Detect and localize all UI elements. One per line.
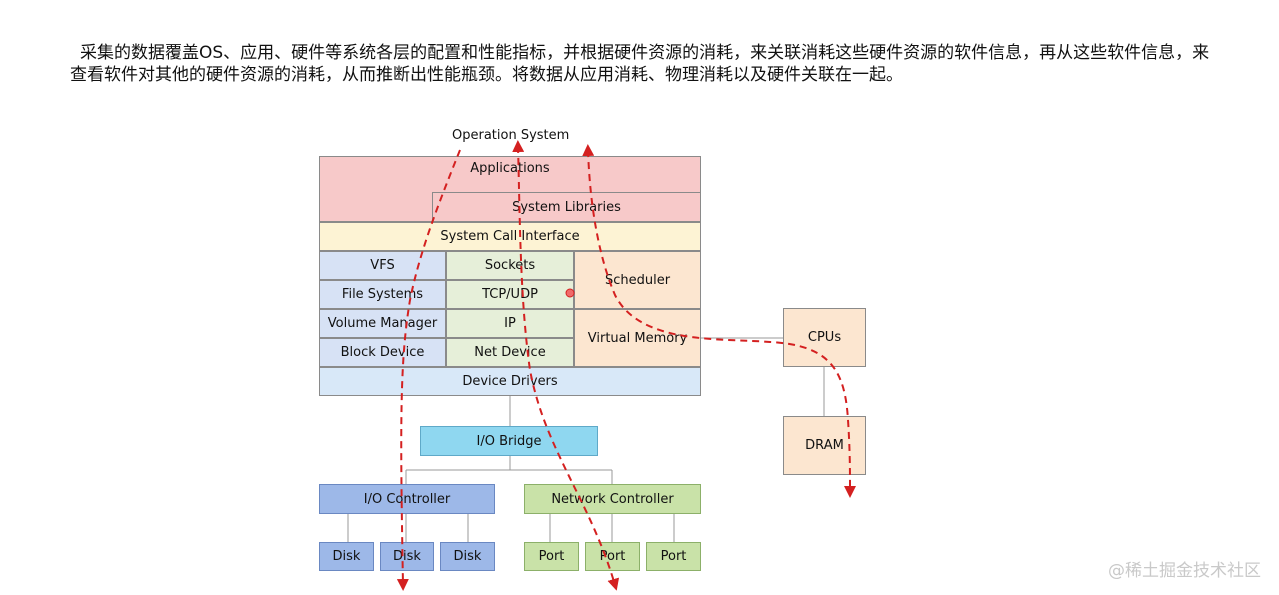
vfs-label: VFS — [370, 258, 395, 273]
red-dashed-arrow — [582, 144, 856, 498]
disk-box: Disk — [440, 542, 495, 571]
red-dashed-arrow — [396, 149, 461, 591]
io-controller-label: I/O Controller — [363, 491, 451, 507]
watermark: @稀土掘金技术社区 — [1108, 561, 1261, 581]
disk-box: Disk — [380, 542, 434, 571]
file-systems-label: File Systems — [341, 287, 424, 302]
disk-label: Disk — [453, 549, 482, 564]
port-box: Port — [646, 542, 701, 571]
intro-paragraph: 采集的数据覆盖OS、应用、硬件等系统各层的配置和性能指标，并根据硬件资源的消耗，… — [70, 43, 1210, 85]
vfs-box: VFS — [319, 251, 446, 280]
io-controller-box: I/O Controller — [319, 484, 495, 514]
pointer-dot — [565, 288, 575, 298]
sockets-box: Sockets — [446, 251, 574, 280]
volume-manager-label: Volume Manager — [327, 316, 438, 331]
disk-label: Disk — [332, 549, 361, 564]
disk-label: Disk — [393, 549, 421, 564]
red-dashed-arrow — [512, 140, 620, 591]
ip-label: IP — [504, 316, 516, 331]
volume-manager-box: Volume Manager — [319, 309, 446, 338]
file-systems-box: File Systems — [319, 280, 446, 309]
disk-box: Disk — [319, 542, 374, 571]
os-label: Operation System — [452, 128, 570, 143]
port-label: Port — [660, 549, 687, 564]
